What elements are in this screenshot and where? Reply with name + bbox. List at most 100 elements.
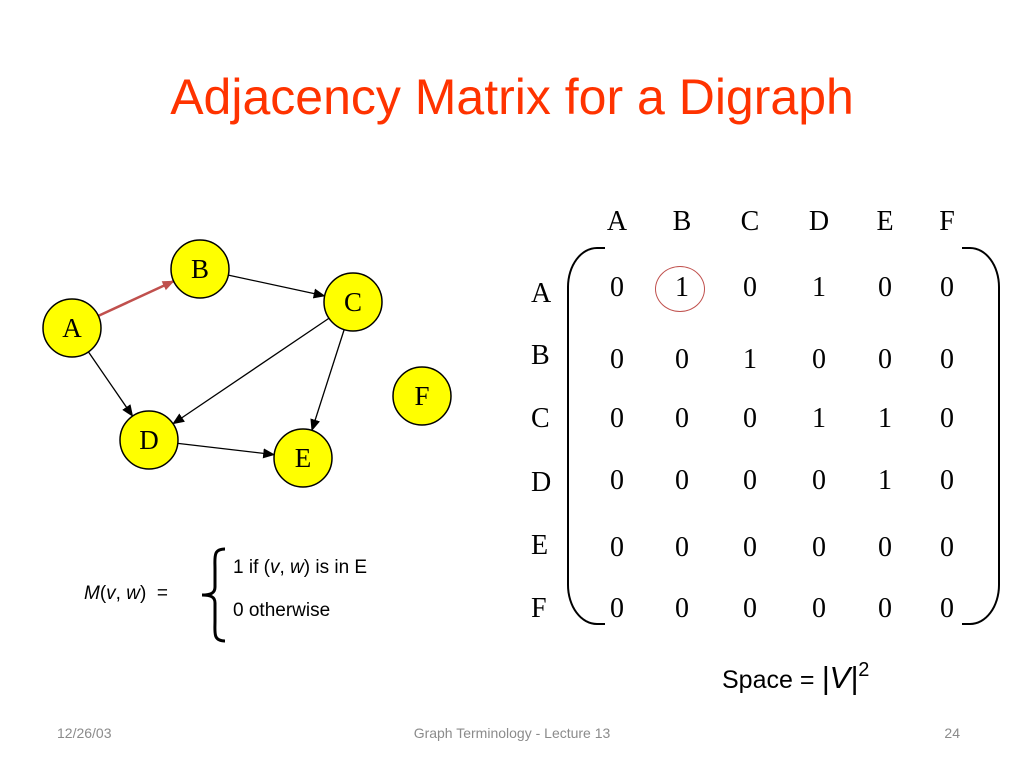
node-a: A [42, 298, 102, 358]
space-complexity: Space = |V|2 [722, 650, 869, 700]
node-circle [323, 272, 383, 332]
digraph: A B C D E F [42, 239, 452, 488]
definition-case-1: 1 if (v, w) is in E [233, 556, 367, 580]
matrix-cell-c-b: 0 [675, 403, 689, 434]
node-label: D [139, 425, 159, 455]
space-bar-open: | [821, 660, 830, 695]
matrix-cell-d-b: 0 [675, 465, 689, 496]
def-close-paren: ) [139, 583, 147, 604]
matrix-cell-e-b: 0 [675, 532, 689, 563]
node-circle [392, 366, 452, 426]
matrix-cell-c-f: 0 [940, 403, 954, 434]
matrix-cell-e-a: 0 [610, 532, 624, 563]
case1-var-v: v [269, 557, 280, 578]
matrix-right-parenthesis [962, 247, 1000, 625]
case1-var-w: w [290, 557, 304, 578]
def-open-paren: ( [99, 583, 107, 604]
matrix-cell-a-c: 0 [743, 272, 757, 303]
column-header-b: B [672, 206, 692, 237]
row-header-e: E [531, 530, 549, 561]
definition-lhs: M(v, w) = [84, 582, 168, 606]
column-header-d: D [808, 206, 830, 237]
space-exponent: 2 [858, 659, 870, 681]
matrix-cell-a-b: 1 [675, 272, 689, 303]
edge-b-c [228, 274, 326, 299]
def-func: M [84, 583, 100, 604]
node-e: E [273, 428, 333, 488]
node-label: E [295, 443, 312, 473]
matrix-cell-c-a: 0 [610, 403, 624, 434]
matrix-cell-c-d: 1 [812, 403, 826, 434]
matrix-cell-a-e: 0 [878, 272, 892, 303]
matrix-cell-d-d: 0 [812, 465, 826, 496]
node-label: B [191, 254, 209, 284]
column-header-a: A [606, 206, 628, 237]
footer-page-number: 24 [944, 725, 960, 741]
matrix-cell-a-f: 0 [940, 272, 954, 303]
matrix-cell-e-d: 0 [812, 532, 826, 563]
highlighted-cell-circle [655, 266, 705, 312]
node-circle [119, 410, 179, 470]
matrix-cell-f-b: 0 [675, 593, 689, 624]
matrix-cell-f-e: 0 [878, 593, 892, 624]
matrix-cell-c-c: 0 [743, 403, 757, 434]
matrix-cell-f-a: 0 [610, 593, 624, 624]
row-header-a: A [531, 278, 552, 309]
matrix-cell-b-a: 0 [610, 344, 624, 375]
matrix-cell-e-e: 0 [878, 532, 892, 563]
matrix-cell-d-e: 1 [878, 465, 892, 496]
matrix-cell-b-b: 0 [675, 344, 689, 375]
node-b: B [170, 239, 230, 299]
row-header-f: F [531, 593, 547, 624]
node-circle [273, 428, 333, 488]
node-label: F [414, 381, 429, 411]
matrix-cell-f-d: 0 [812, 593, 826, 624]
def-var-v: v [106, 583, 116, 604]
space-var: V [829, 660, 851, 695]
edge-d-e [177, 442, 276, 459]
footer-date: 12/26/03 [57, 725, 112, 741]
matrix-cell-d-a: 0 [610, 465, 624, 496]
space-bar-close: | [850, 660, 859, 695]
node-c: C [323, 272, 383, 332]
def-equals: = [156, 583, 168, 604]
node-d: D [119, 410, 179, 470]
edge-c-d [172, 317, 330, 425]
slide-title: Adjacency Matrix for a Digraph [170, 69, 854, 125]
matrix-cell-f-f: 0 [940, 593, 954, 624]
column-header-f: F [939, 206, 955, 237]
matrix-cell-a-a: 0 [610, 272, 624, 303]
row-header-d: D [531, 467, 552, 498]
footer-lecture: Graph Terminology - Lecture 13 [413, 725, 611, 741]
matrix-cell-b-c: 1 [743, 344, 757, 375]
space-label: Space = [722, 666, 822, 694]
matrix-cell-b-d: 0 [812, 344, 826, 375]
matrix-cell-f-c: 0 [743, 593, 757, 624]
nodes-layer: A B C D E F [42, 239, 452, 488]
matrix-cell-c-e: 1 [878, 403, 892, 434]
matrix-cell-d-f: 0 [940, 465, 954, 496]
edges-layer [87, 274, 345, 459]
case1-comma: , [279, 557, 291, 578]
node-f: F [392, 366, 452, 426]
column-header-e: E [876, 206, 894, 237]
matrix-cell-e-c: 0 [743, 532, 757, 563]
column-header-c: C [740, 206, 760, 237]
def-var-w: w [126, 583, 140, 604]
matrix-cell-d-c: 0 [743, 465, 757, 496]
matrix-cell-b-f: 0 [940, 344, 954, 375]
edge-a-d [87, 351, 134, 417]
def-comma: , [115, 583, 127, 604]
curly-brace-icon [201, 547, 226, 643]
definition-case-2: 0 otherwise [233, 600, 331, 621]
node-circle [170, 239, 230, 299]
row-header-c: C [531, 403, 550, 434]
case1-suffix: ) is in E [303, 557, 368, 578]
case1-prefix: 1 if ( [233, 557, 270, 578]
row-header-b: B [531, 340, 550, 371]
matrix-cell-e-f: 0 [940, 532, 954, 563]
edge-c-e [310, 329, 345, 432]
node-circle [42, 298, 102, 358]
matrix-cell-a-d: 1 [812, 272, 826, 303]
